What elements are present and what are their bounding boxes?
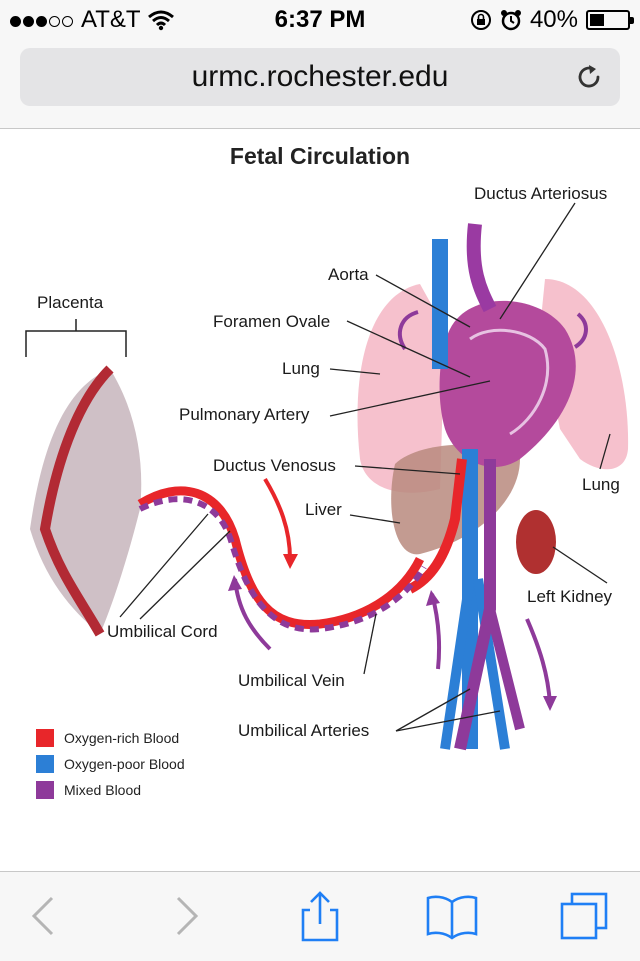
label-ductus-venosus: Ductus Venosus	[213, 456, 336, 475]
battery-icon	[586, 10, 634, 30]
battery-percent: 40%	[529, 6, 578, 33]
back-icon[interactable]	[18, 890, 70, 942]
legend-swatch	[36, 781, 54, 799]
address-bar[interactable]: urmc.rochester.edu	[20, 48, 620, 106]
legend-item: Oxygen-rich Blood	[36, 725, 185, 751]
share-icon[interactable]	[294, 890, 346, 942]
fetal-circulation-illustration	[25, 202, 629, 751]
tabs-icon[interactable]	[558, 890, 610, 942]
legend-label: Mixed Blood	[64, 782, 142, 798]
blood-type-legend: Oxygen-rich Blood Oxygen-poor Blood Mixe…	[36, 725, 185, 803]
figure-title: Fetal Circulation	[229, 143, 411, 169]
label-umbilical-vein: Umbilical Vein	[238, 671, 345, 690]
page-content: Fetal Circulation	[0, 129, 640, 871]
label-foramen-ovale: Foramen Ovale	[213, 312, 331, 331]
label-left-kidney: Left Kidney	[527, 587, 613, 606]
browser-address-area: urmc.rochester.edu	[0, 40, 640, 129]
status-left: AT&T	[10, 6, 175, 34]
legend-item: Mixed Blood	[36, 777, 185, 803]
label-ductus-arteriosus: Ductus Arteriosus	[474, 184, 608, 203]
legend-swatch	[36, 729, 54, 747]
label-liver: Liver	[305, 500, 342, 519]
legend-label: Oxygen-rich Blood	[64, 730, 180, 746]
label-lung-left: Lung	[282, 359, 320, 378]
url-text[interactable]: urmc.rochester.edu	[191, 60, 449, 93]
heart-shape	[439, 300, 576, 468]
signal-strength-icon	[10, 6, 75, 34]
legend-swatch	[36, 755, 54, 773]
label-lung-right: Lung	[582, 475, 620, 494]
legend-item: Oxygen-poor Blood	[36, 751, 185, 777]
label-umbilical-cord: Umbilical Cord	[107, 622, 218, 641]
reload-icon[interactable]	[574, 62, 604, 92]
label-umbilical-arteries: Umbilical Arteries	[238, 721, 370, 740]
wifi-icon	[147, 10, 174, 31]
label-pulmonary-artery: Pulmonary Artery	[179, 405, 310, 424]
rotation-lock-icon	[470, 10, 491, 30]
status-right: 40%	[470, 6, 634, 34]
label-placenta: Placenta	[37, 293, 104, 312]
bookmarks-icon[interactable]	[426, 890, 478, 942]
alarm-icon	[500, 10, 521, 31]
label-aorta: Aorta	[328, 265, 369, 284]
forward-icon[interactable]	[160, 890, 212, 942]
browser-toolbar	[0, 871, 640, 961]
carrier-name: AT&T	[81, 6, 141, 33]
legend-label: Oxygen-poor Blood	[64, 756, 185, 772]
status-bar: AT&T 6:37 PM 40%	[0, 0, 640, 40]
clock: 6:37 PM	[274, 6, 366, 33]
left-kidney-shape	[516, 510, 556, 574]
